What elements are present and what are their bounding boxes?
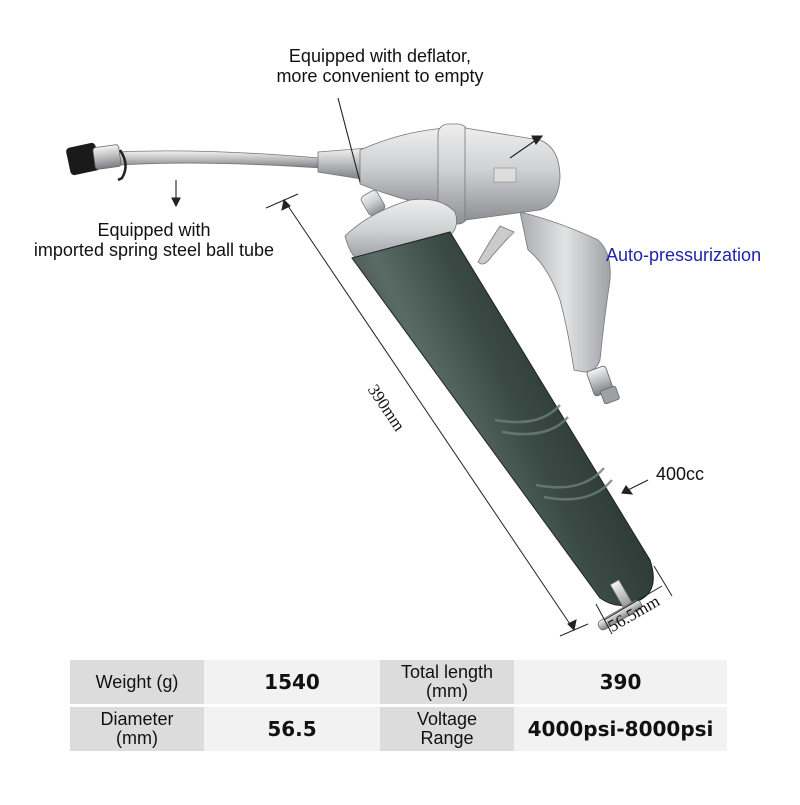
diameter-label: Diameter (mm) xyxy=(70,707,204,751)
auto-pressurization-note: Auto-pressurization xyxy=(606,245,762,265)
head-body xyxy=(437,123,561,225)
spring-steel-tube xyxy=(117,150,323,169)
diameter-label-line2: (mm) xyxy=(116,728,158,748)
weight-value: 1540 xyxy=(204,660,380,704)
total-length-label-line1: Total length xyxy=(400,662,494,682)
grease-barrel xyxy=(351,231,654,606)
total-length-value: 390 xyxy=(514,660,727,704)
voltage-range-label: Voltage Range xyxy=(380,707,514,751)
diameter-dimension-line xyxy=(595,565,673,635)
barrel-ribs xyxy=(494,404,613,501)
coupler-head xyxy=(66,142,127,182)
tube-note-line2: imported spring steel ball tube xyxy=(33,240,275,260)
tube-note-line1: Equipped with xyxy=(97,220,211,240)
pistol-handle xyxy=(519,211,611,373)
total-length-label-line2: (mm) xyxy=(426,681,468,701)
voltage-range-label-line1: Voltage xyxy=(416,709,478,729)
spec-table: Weight (g) 1540 Total length (mm) 390 Di… xyxy=(70,657,727,754)
voltage-range-label-line2: Range xyxy=(420,728,474,748)
spec-row: Weight (g) 1540 Total length (mm) 390 xyxy=(70,660,727,704)
length-dimension-line xyxy=(265,193,589,637)
diameter-label-line1: Diameter xyxy=(100,709,174,729)
total-length-label: Total length (mm) xyxy=(380,660,514,704)
capacity-note: 400cc xyxy=(656,464,705,484)
tube-note: Equipped with imported spring steel ball… xyxy=(2,220,306,260)
voltage-range-value: 4000psi-8000psi xyxy=(514,707,727,751)
trigger xyxy=(477,225,515,265)
air-inlet-fitting xyxy=(586,365,620,405)
weight-label: Weight (g) xyxy=(70,660,204,704)
annotation-arrows xyxy=(171,97,649,495)
spec-row: Diameter (mm) 56.5 Voltage Range 4000psi… xyxy=(70,707,727,751)
deflator-note: Equipped with deflator, more convenient … xyxy=(250,46,510,86)
deflator-note-line2: more convenient to empty xyxy=(276,66,484,86)
diameter-value: 56.5 xyxy=(204,707,380,751)
deflator-note-line1: Equipped with deflator, xyxy=(288,46,472,66)
